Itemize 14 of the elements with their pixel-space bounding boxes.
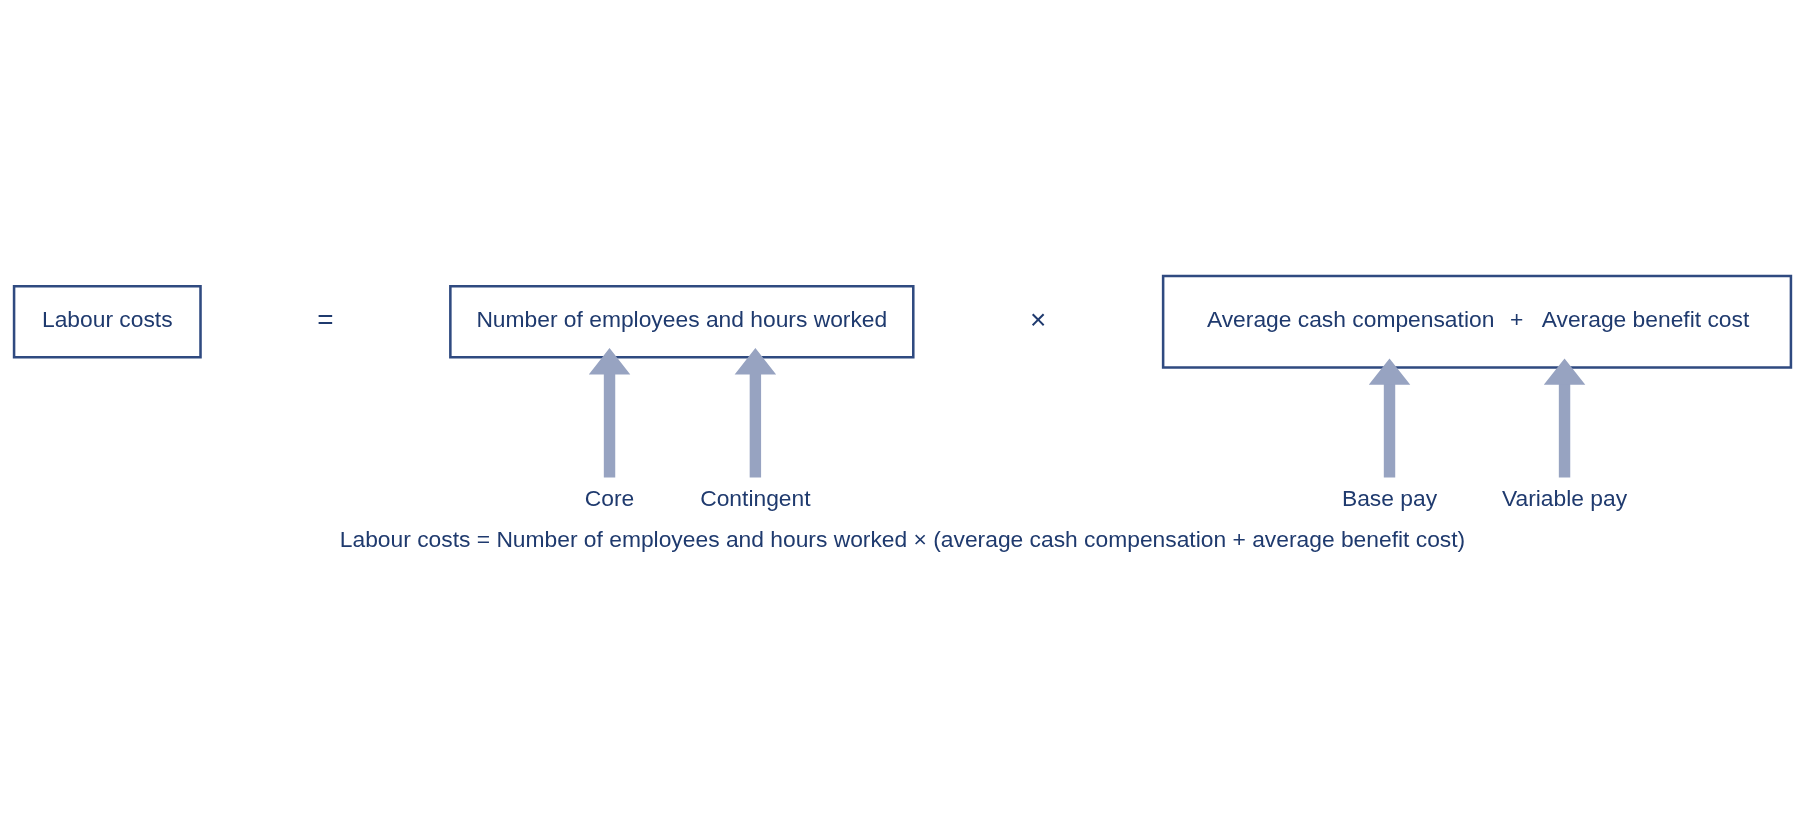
node-box: Average cash compensation + Average benefit cost	[1161, 274, 1792, 369]
arrow	[1543, 358, 1585, 478]
node-text: Base pay	[1341, 485, 1437, 512]
arrow	[734, 348, 776, 478]
label: ×	[1029, 303, 1046, 335]
node-text: Contingent	[699, 485, 811, 512]
caption: Labour costs = Number of employees and hours worked × (average cash compensation + average benefit cost)	[339, 525, 1465, 552]
arrow	[1368, 358, 1410, 478]
label: =	[316, 303, 334, 335]
node-text: Variable pay	[1501, 485, 1627, 512]
node-box: Number of employees and hours worked	[448, 284, 915, 359]
node-text: Core	[584, 485, 634, 512]
arrow	[588, 348, 630, 478]
node-box: Labour costs	[12, 284, 202, 359]
